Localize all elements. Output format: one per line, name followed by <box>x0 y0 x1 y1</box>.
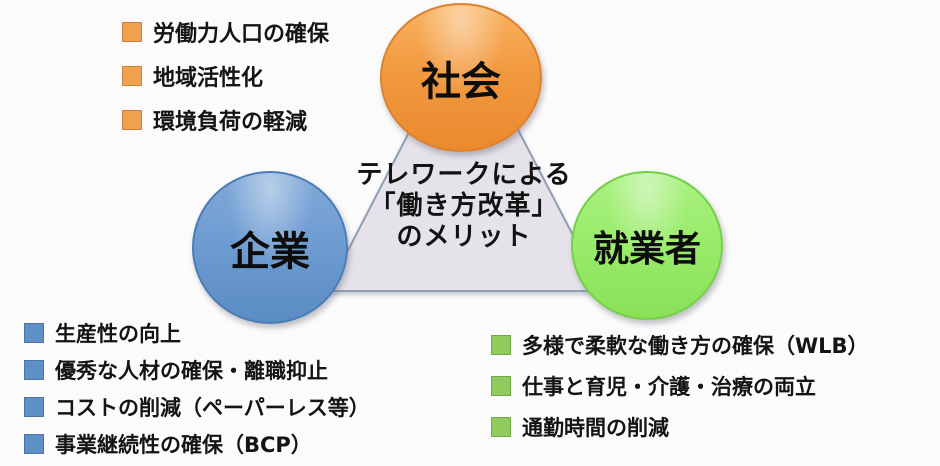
list-item: コストの削減（ペーパーレス等） <box>24 392 370 422</box>
company-benefits-list: 生産性の向上 優秀な人材の確保・離職抑止 コストの削減（ペーパーレス等） 事業継… <box>24 318 370 459</box>
list-item-label: 通勤時間の削減 <box>522 416 669 440</box>
list-item: 多様で柔軟な働き方の確保（WLB） <box>491 330 869 360</box>
list-item-label: 事業継続性の確保（BCP） <box>55 433 312 457</box>
society-benefits-list: 労働力人口の確保 地域活性化 環境負荷の軽減 <box>122 16 329 136</box>
list-item: 地域活性化 <box>122 60 329 92</box>
workers-circle-label: 就業者 <box>592 228 701 270</box>
workers-benefits-list: 多様で柔軟な働き方の確保（WLB） 仕事と育児・介護・治療の両立 通勤時間の削減 <box>491 330 869 442</box>
list-item-label: 生産性の向上 <box>55 322 181 346</box>
blue-bullet-icon <box>24 397 44 417</box>
list-item-label: 環境負荷の軽減 <box>153 110 308 135</box>
list-item: 労働力人口の確保 <box>122 16 329 48</box>
circle-highlight <box>194 173 346 322</box>
company-circle-label: 企業 <box>230 228 310 275</box>
green-bullet-icon <box>491 376 511 396</box>
list-item-label: 地域活性化 <box>153 66 264 91</box>
society-circle-label: 社会 <box>421 58 501 105</box>
list-item-label: 多様で柔軟な働き方の確保（WLB） <box>522 334 869 358</box>
list-item: 優秀な人材の確保・離職抑止 <box>24 355 370 385</box>
diagram-title-line-1: テレワークによる <box>356 160 572 190</box>
circle-highlight <box>382 5 540 150</box>
orange-bullet-icon <box>122 22 142 42</box>
green-bullet-icon <box>491 417 511 437</box>
blue-bullet-icon <box>24 360 44 380</box>
list-item-label: 優秀な人材の確保・離職抑止 <box>55 359 328 383</box>
green-bullet-icon <box>491 335 511 355</box>
list-item: 仕事と育児・介護・治療の両立 <box>491 371 869 401</box>
diagram-title: テレワークによる 「働き方改革」 のメリット <box>324 160 604 253</box>
list-item-label: 労働力人口の確保 <box>153 22 330 47</box>
circle-highlight <box>573 173 721 318</box>
list-item-label: 仕事と育児・介護・治療の両立 <box>522 375 816 399</box>
blue-bullet-icon <box>24 434 44 454</box>
list-item: 生産性の向上 <box>24 318 370 348</box>
list-item: 事業継続性の確保（BCP） <box>24 429 370 459</box>
orange-bullet-icon <box>122 66 142 86</box>
workers-circle: 就業者 <box>571 171 723 320</box>
diagram-title-line-2: 「働き方改革」 <box>369 191 559 221</box>
society-circle: 社会 <box>380 3 542 152</box>
list-item: 通勤時間の削減 <box>491 412 869 442</box>
list-item-label: コストの削減（ペーパーレス等） <box>55 396 370 420</box>
blue-bullet-icon <box>24 323 44 343</box>
list-item: 環境負荷の軽減 <box>122 104 329 136</box>
company-circle: 企業 <box>192 171 348 324</box>
orange-bullet-icon <box>122 110 142 130</box>
diagram-title-line-3: のメリット <box>396 222 532 252</box>
